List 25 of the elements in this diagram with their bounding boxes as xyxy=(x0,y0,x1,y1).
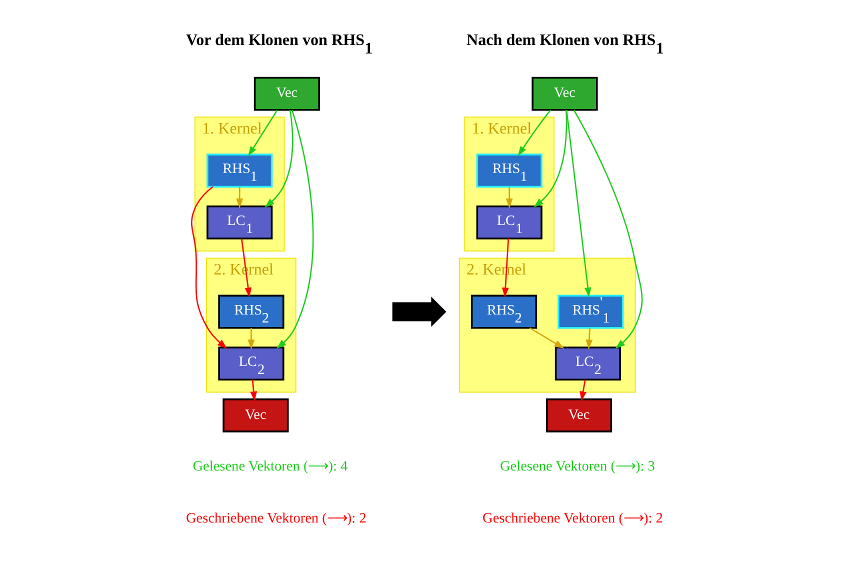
arrow xyxy=(585,328,592,350)
legend-label: Geschriebene Vektoren (⟶): 2 xyxy=(482,510,662,526)
node-box: Vec xyxy=(545,398,612,432)
arrow xyxy=(236,186,243,208)
legend-label: Geschriebene Vektoren (⟶): 2 xyxy=(186,510,366,526)
arrow xyxy=(565,110,591,298)
arrow xyxy=(248,110,278,156)
legend-label: Gelesene Vektoren (⟶): 4 xyxy=(192,458,348,475)
node-arrow xyxy=(392,296,446,327)
arrow xyxy=(247,328,254,350)
node-box: Vec xyxy=(253,76,320,111)
arrow xyxy=(501,238,509,298)
arrow xyxy=(190,186,227,349)
legend-label: Gelesene Vektoren (⟶): 3 xyxy=(499,458,654,475)
arrow xyxy=(276,110,314,349)
arrow xyxy=(250,380,257,402)
arrow xyxy=(572,110,642,349)
arrow xyxy=(528,327,564,349)
node-box: Vec xyxy=(531,76,598,111)
arrow xyxy=(264,110,293,208)
arrow xyxy=(517,110,551,156)
arrow xyxy=(533,110,567,208)
node-box: Vec xyxy=(222,398,288,432)
arrow xyxy=(505,186,512,208)
arrow xyxy=(579,380,586,402)
